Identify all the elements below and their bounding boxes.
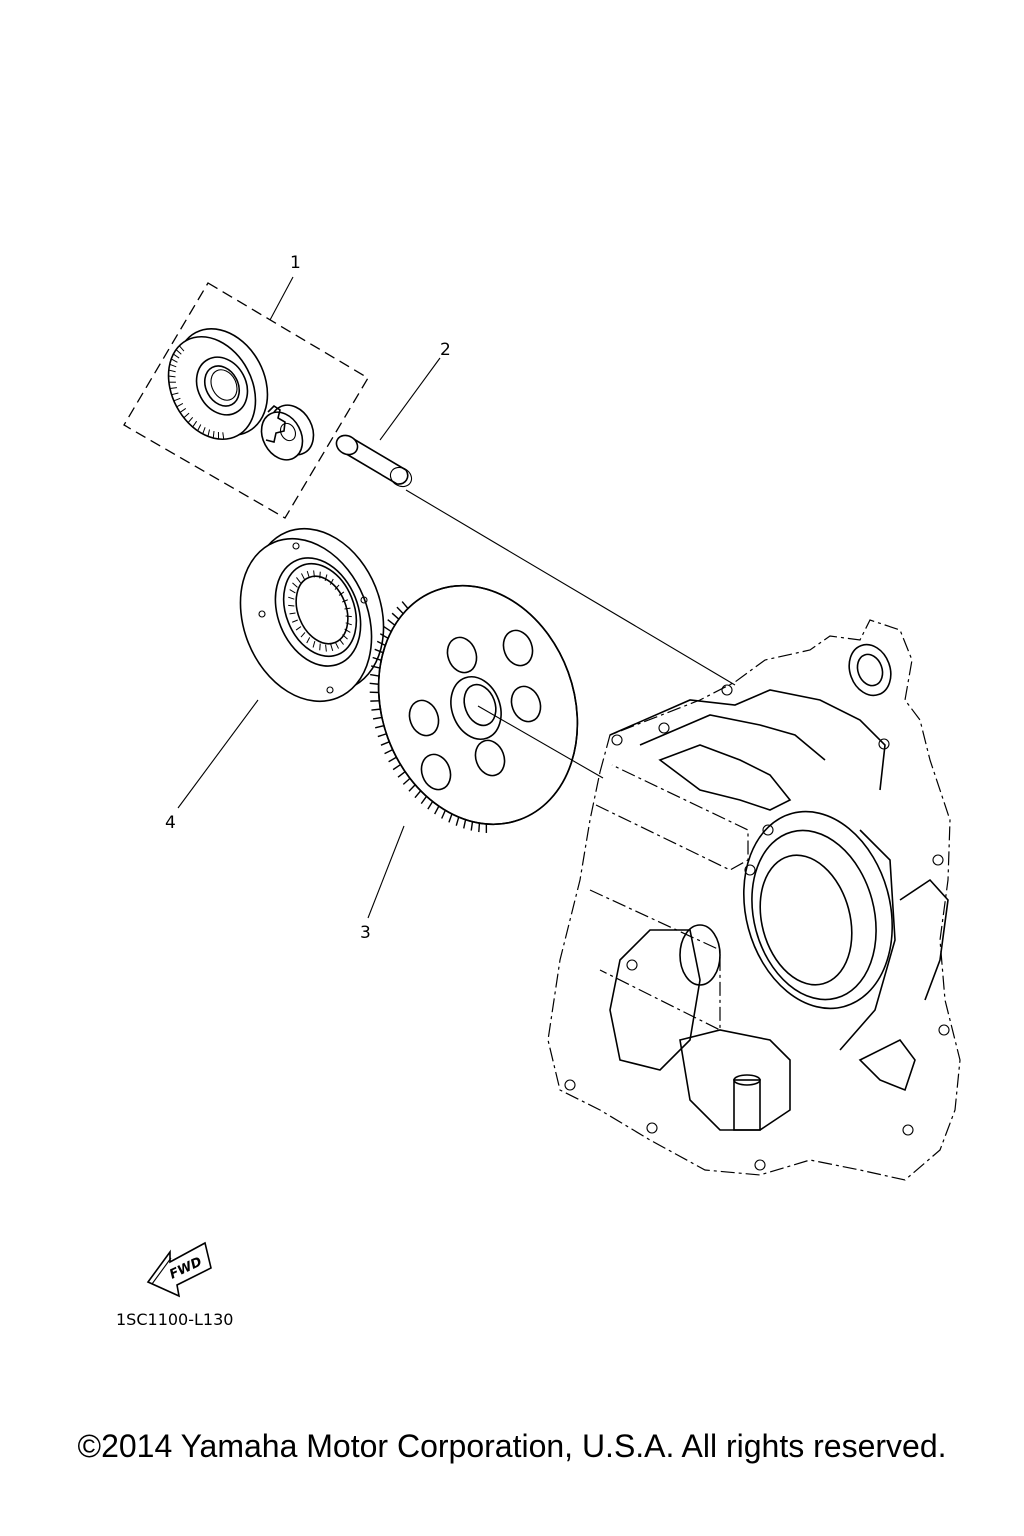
callout-3: 3	[360, 923, 371, 943]
part-2-shaft: 2	[335, 340, 736, 686]
drawing-code: 1SC1100-L130	[116, 1310, 233, 1329]
callout-2: 2	[440, 340, 451, 360]
part-4-starter-clutch: 4	[165, 527, 385, 833]
fwd-label: FWD	[167, 1255, 204, 1283]
copyright-notice: ©2014 Yamaha Motor Corporation, U.S.A. A…	[77, 1428, 947, 1464]
part-1-idler-gear-assembly: 1	[123, 253, 369, 519]
fwd-arrow-icon: FWD	[146, 1241, 212, 1298]
callout-4: 4	[165, 813, 176, 833]
part-1-group-box	[123, 282, 369, 519]
part-3-starter-wheel-gear: 3	[360, 584, 604, 943]
crankcase-outline	[547, 619, 961, 1181]
callout-1: 1	[290, 253, 301, 273]
